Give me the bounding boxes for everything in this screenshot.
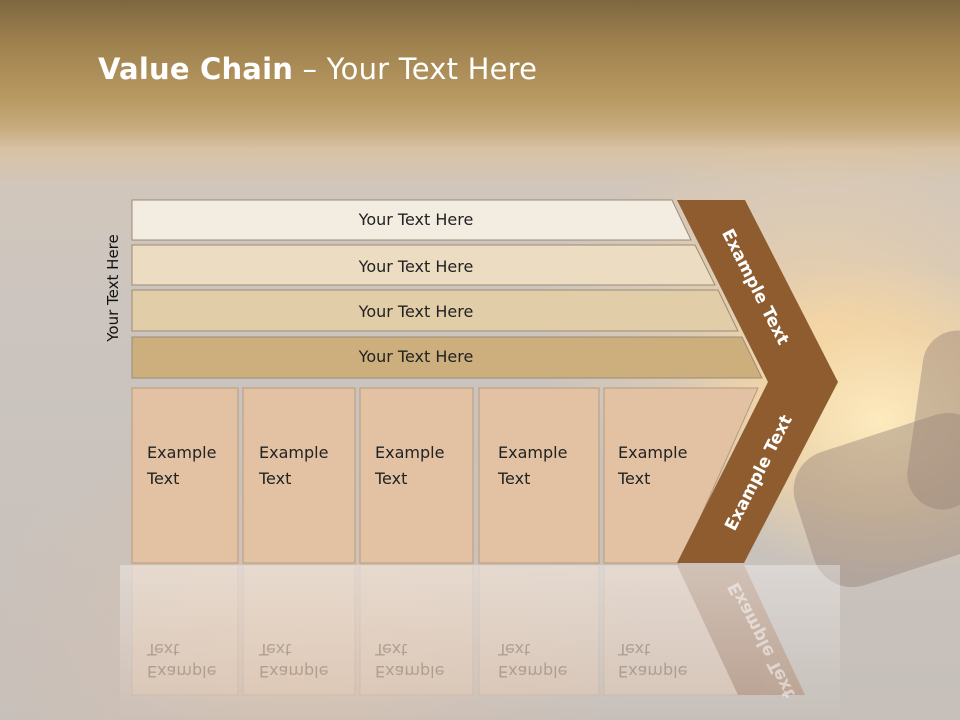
bar-4[interactable]	[131, 336, 763, 379]
bar-1[interactable]	[131, 199, 692, 241]
bar-label-1: Your Text Here	[358, 210, 474, 229]
box-1[interactable]	[131, 387, 239, 564]
chevron-arrow[interactable]	[677, 200, 838, 563]
box-2[interactable]	[242, 387, 356, 564]
box-label-3: Example Text	[375, 443, 445, 488]
title-bold: Value Chain	[98, 52, 294, 86]
box-reflection-label: Example Text	[618, 640, 688, 681]
bar-2[interactable]	[131, 244, 716, 286]
bar-label-4: Your Text Here	[358, 347, 474, 366]
box-label-1: Example Text	[147, 443, 217, 488]
box-label-5: Example Text	[618, 443, 688, 488]
box-reflection-label: Example Text	[498, 640, 568, 681]
box-4[interactable]	[478, 387, 600, 564]
bar-label-2: Your Text Here	[358, 257, 474, 276]
box-label-2: Example Text	[259, 443, 329, 488]
slide-title[interactable]: Value Chain – Your Text Here	[98, 52, 537, 86]
reflection-fade	[120, 565, 840, 720]
bar-3[interactable]	[131, 289, 739, 332]
box-reflection-label: Example Text	[375, 640, 445, 681]
title-rest: – Your Text Here	[293, 52, 538, 86]
box-3[interactable]	[359, 387, 474, 564]
box-reflection-label: Example Text	[147, 640, 217, 681]
box-label-4: Example Text	[498, 443, 568, 488]
bar-label-3: Your Text Here	[358, 302, 474, 321]
box-reflection-label: Example Text	[259, 640, 329, 681]
